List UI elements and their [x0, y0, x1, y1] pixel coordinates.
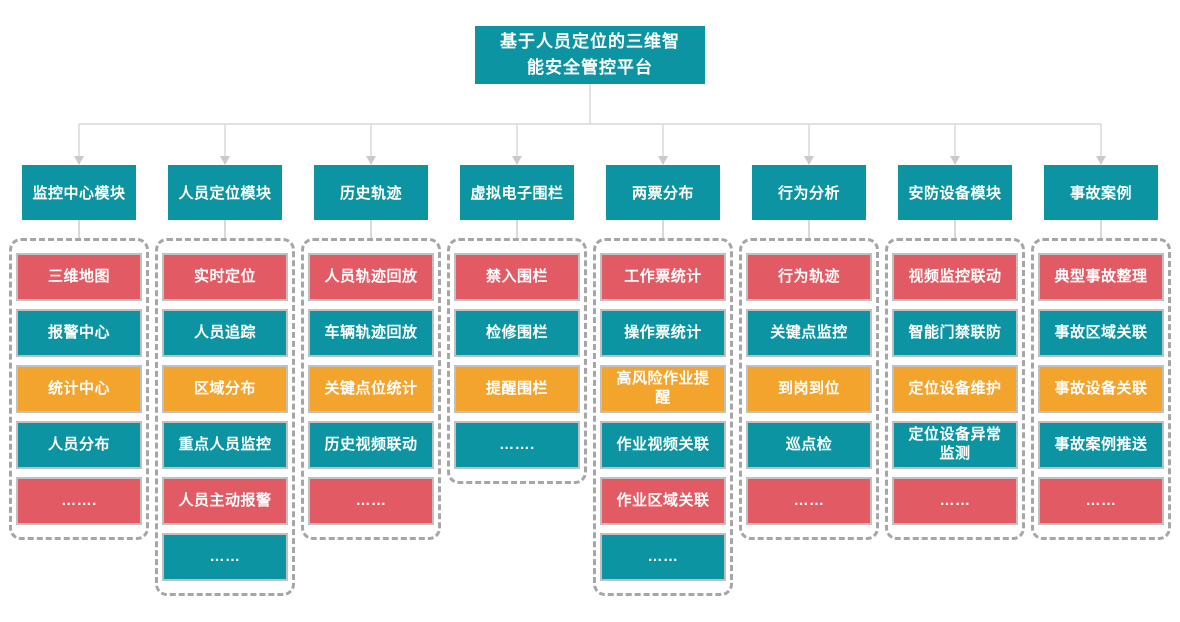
- header-connector-stub: [1100, 220, 1102, 238]
- module-column: 安防设备模块视频监控联动智能门禁联防定位设备维护定位设备异常 监测 ……: [883, 165, 1027, 596]
- submodule-node: 典型事故整理: [1038, 253, 1164, 301]
- submodule-node: ……: [600, 533, 726, 581]
- submodule-node: 作业视频关联: [600, 421, 726, 469]
- module-columns: 监控中心模块三维地图报警中心统计中心人员分布…….人员定位模块实时定位人员追踪区…: [7, 165, 1173, 596]
- submodule-node: 工作票统计: [600, 253, 726, 301]
- submodule-node: 定位设备异常 监测: [892, 421, 1018, 469]
- header-connector-stub: [78, 220, 80, 238]
- submodule-node: 巡点检: [746, 421, 872, 469]
- module-header: 人员定位模块: [168, 165, 282, 220]
- submodule-node: 区域分布: [162, 365, 288, 413]
- submodule-node: 三维地图: [16, 253, 142, 301]
- header-connector-stub: [662, 220, 664, 238]
- submodule-group: 禁入围栏检修围栏提醒围栏 …….: [447, 238, 587, 484]
- submodule-node: 高风险作业提 醒: [600, 365, 726, 413]
- module-column: 监控中心模块三维地图报警中心统计中心人员分布 …….: [7, 165, 151, 596]
- header-connector-stub: [224, 220, 226, 238]
- submodule-node: 定位设备维护: [892, 365, 1018, 413]
- submodule-node: 人员追踪: [162, 309, 288, 357]
- submodule-node: 视频监控联动: [892, 253, 1018, 301]
- submodule-node: 操作票统计: [600, 309, 726, 357]
- submodule-node: 人员主动报警: [162, 477, 288, 525]
- root-node: 基于人员定位的三维智 能安全管控平台: [475, 26, 705, 84]
- submodule-node: 统计中心: [16, 365, 142, 413]
- submodule-node: 检修围栏: [454, 309, 580, 357]
- submodule-group: 典型事故整理事故区域关联事故设备关联事故案例推送 ……: [1031, 238, 1171, 540]
- submodule-node: 实时定位: [162, 253, 288, 301]
- submodule-node: ……: [746, 477, 872, 525]
- submodule-node: 历史视频联动: [308, 421, 434, 469]
- module-header: 历史轨迹: [314, 165, 428, 220]
- submodule-node: 行为轨迹: [746, 253, 872, 301]
- header-connector-stub: [516, 220, 518, 238]
- submodule-node: 到岗到位: [746, 365, 872, 413]
- submodule-node: 事故案例推送: [1038, 421, 1164, 469]
- submodule-group: 行为轨迹关键点监控到岗到位巡点检 ……: [739, 238, 879, 540]
- submodule-node: 智能门禁联防: [892, 309, 1018, 357]
- submodule-node: ……: [308, 477, 434, 525]
- module-column: 行为分析行为轨迹关键点监控到岗到位巡点检 ……: [737, 165, 881, 596]
- module-column: 两票分布工作票统计操作票统计高风险作业提 醒作业视频关联作业区域关联 ……: [591, 165, 735, 596]
- submodule-group: 工作票统计操作票统计高风险作业提 醒作业视频关联作业区域关联 ……: [593, 238, 733, 596]
- submodule-node: 报警中心: [16, 309, 142, 357]
- submodule-node: 关键点位统计: [308, 365, 434, 413]
- module-column: 虚拟电子围栏禁入围栏检修围栏提醒围栏 …….: [445, 165, 589, 596]
- module-header: 事故案例: [1044, 165, 1158, 220]
- submodule-group: 视频监控联动智能门禁联防定位设备维护定位设备异常 监测 ……: [885, 238, 1025, 540]
- module-header: 虚拟电子围栏: [460, 165, 574, 220]
- header-connector-stub: [370, 220, 372, 238]
- module-header: 两票分布: [606, 165, 720, 220]
- submodule-node: 车辆轨迹回放: [308, 309, 434, 357]
- submodule-node: ……: [892, 477, 1018, 525]
- header-connector-stub: [954, 220, 956, 238]
- submodule-node: 作业区域关联: [600, 477, 726, 525]
- submodule-node: 事故区域关联: [1038, 309, 1164, 357]
- submodule-node: 禁入围栏: [454, 253, 580, 301]
- submodule-group: 人员轨迹回放车辆轨迹回放关键点位统计历史视频联动 ……: [301, 238, 441, 540]
- submodule-node: 提醒围栏: [454, 365, 580, 413]
- submodule-node: 事故设备关联: [1038, 365, 1164, 413]
- module-header: 监控中心模块: [22, 165, 136, 220]
- module-column: 事故案例典型事故整理事故区域关联事故设备关联事故案例推送 ……: [1029, 165, 1173, 596]
- submodule-node: …….: [454, 421, 580, 469]
- submodule-group: 三维地图报警中心统计中心人员分布 …….: [9, 238, 149, 540]
- module-column: 人员定位模块实时定位人员追踪区域分布重点人员监控人员主动报警 ……: [153, 165, 297, 596]
- submodule-node: …….: [16, 477, 142, 525]
- header-connector-stub: [808, 220, 810, 238]
- submodule-node: 重点人员监控: [162, 421, 288, 469]
- submodule-node: 人员分布: [16, 421, 142, 469]
- submodule-group: 实时定位人员追踪区域分布重点人员监控人员主动报警 ……: [155, 238, 295, 596]
- module-header: 行为分析: [752, 165, 866, 220]
- submodule-node: 人员轨迹回放: [308, 253, 434, 301]
- submodule-node: 关键点监控: [746, 309, 872, 357]
- module-header: 安防设备模块: [898, 165, 1012, 220]
- submodule-node: ……: [162, 533, 288, 581]
- module-column: 历史轨迹人员轨迹回放车辆轨迹回放关键点位统计历史视频联动 ……: [299, 165, 443, 596]
- submodule-node: ……: [1038, 477, 1164, 525]
